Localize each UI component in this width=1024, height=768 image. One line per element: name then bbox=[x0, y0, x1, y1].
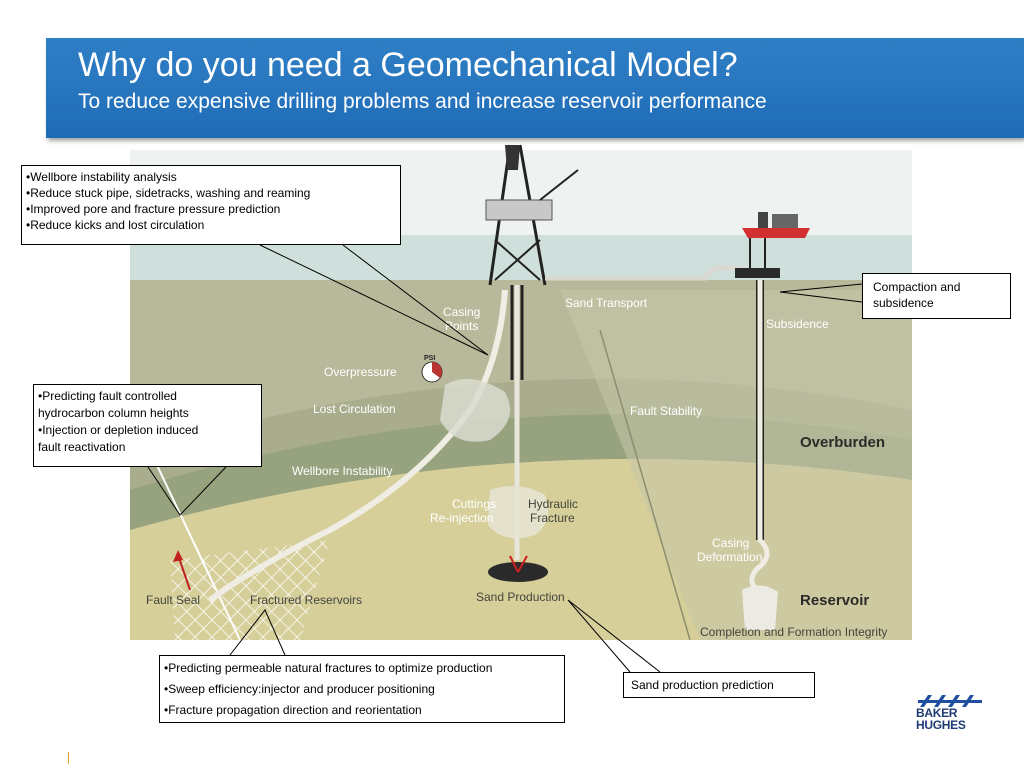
label-fault-seal: Fault Seal bbox=[146, 593, 200, 607]
callout-wellbore-line-1: •Wellbore instability analysis bbox=[26, 170, 177, 184]
label-fractured-reservoirs: Fractured Reservoirs bbox=[250, 593, 362, 607]
fault-block bbox=[560, 290, 912, 640]
label-completion: Completion and Formation Integrity bbox=[700, 625, 887, 639]
production-vessel bbox=[735, 212, 810, 278]
fault-arrow-icon bbox=[177, 554, 191, 591]
logo-text-line-2: HUGHES bbox=[916, 718, 966, 732]
label-fault-stability: Fault Stability bbox=[630, 404, 702, 418]
label-hydraulic-2: Fracture bbox=[530, 511, 575, 525]
label-casing-points-1: Casing bbox=[443, 305, 480, 319]
callout-fault-line-1: •Predicting fault controlled bbox=[38, 389, 177, 403]
label-cuttings-2: Re-injection bbox=[430, 511, 493, 525]
callout-fractures: •Predicting permeable natural fractures … bbox=[159, 655, 565, 723]
pipeline bbox=[545, 265, 745, 281]
fault-arrowhead-icon bbox=[173, 550, 183, 562]
slide-title: Why do you need a Geomechanical Model? bbox=[78, 46, 738, 84]
callout-wellbore-line-3: •Improved pore and fracture pressure pre… bbox=[26, 202, 281, 216]
logo-text: BAKER HUGHES bbox=[916, 707, 966, 731]
callout-compaction-line-2: subsidence bbox=[873, 296, 934, 310]
callout-wellbore-line-4: •Reduce kicks and lost circulation bbox=[26, 218, 205, 232]
fault-stability-line bbox=[599, 329, 691, 641]
label-casing-deformation-2: Deformation bbox=[697, 550, 762, 564]
baker-hughes-logo: BAKER HUGHES bbox=[916, 693, 986, 733]
slide-subtitle: To reduce expensive drilling problems an… bbox=[78, 90, 767, 113]
callout-leaders bbox=[147, 244, 863, 673]
label-sand-transport: Sand Transport bbox=[565, 296, 648, 310]
callout-fault-line-4: fault reactivation bbox=[38, 440, 126, 454]
footer-marker bbox=[68, 752, 69, 764]
label-sand-production: Sand Production bbox=[476, 590, 565, 604]
callout-sand-text: Sand production prediction bbox=[631, 678, 774, 692]
callout-compaction-line-1: Compaction and bbox=[873, 280, 961, 294]
callout-compaction: Compaction and subsidence bbox=[862, 273, 1011, 319]
label-cuttings-1: Cuttings bbox=[452, 497, 496, 511]
cuttings-zone bbox=[488, 486, 549, 539]
lost-circulation-zone bbox=[440, 378, 510, 442]
label-wellbore-instability: Wellbore Instability bbox=[292, 464, 393, 478]
label-lost-circulation: Lost Circulation bbox=[313, 402, 396, 416]
label-reservoir: Reservoir bbox=[800, 592, 869, 609]
callout-fractures-line-3: •Fracture propagation direction and reor… bbox=[164, 703, 422, 717]
callout-sand: Sand production prediction bbox=[623, 672, 815, 698]
earth-layers bbox=[130, 150, 912, 641]
sand-production-burst bbox=[488, 555, 548, 582]
label-overpressure: Overpressure bbox=[324, 365, 397, 379]
callout-fractures-line-1: •Predicting permeable natural fractures … bbox=[164, 661, 493, 675]
logo-text-line-1: BAKER bbox=[916, 706, 958, 720]
deviated-well bbox=[208, 289, 508, 603]
logo-mark-icon bbox=[918, 695, 982, 707]
label-casing-points-2: Points bbox=[445, 319, 478, 333]
label-hydraulic-1: Hydraulic bbox=[528, 497, 578, 511]
callout-fault-line-2: hydrocarbon column heights bbox=[38, 406, 189, 420]
leader-wellbore bbox=[259, 244, 489, 356]
leader-compaction bbox=[779, 283, 863, 303]
label-subsidence: Subsidence bbox=[766, 317, 829, 331]
leader-fault bbox=[147, 466, 227, 516]
leader-sand bbox=[567, 599, 661, 673]
pressure-gauge-needle bbox=[432, 362, 442, 378]
callout-fault-line-3: •Injection or depletion induced bbox=[38, 423, 199, 437]
title-banner: Why do you need a Geomechanical Model? T… bbox=[46, 38, 1024, 138]
drilling-rig bbox=[485, 144, 579, 286]
callout-wellbore: •Wellbore instability analysis •Reduce s… bbox=[21, 165, 401, 245]
label-psi: PSI bbox=[424, 355, 435, 362]
callout-fractures-line-2: •Sweep efficiency:injector and producer … bbox=[164, 682, 435, 696]
callout-wellbore-line-2: •Reduce stuck pipe, sidetracks, washing … bbox=[26, 186, 311, 200]
label-casing-deformation-1: Casing bbox=[712, 536, 749, 550]
leader-fractures bbox=[229, 609, 286, 656]
fracture-mesh bbox=[170, 540, 330, 640]
completion-zone bbox=[742, 585, 778, 630]
callout-fault: •Predicting fault controlled hydrocarbon… bbox=[33, 384, 262, 467]
label-overburden: Overburden bbox=[800, 434, 885, 451]
